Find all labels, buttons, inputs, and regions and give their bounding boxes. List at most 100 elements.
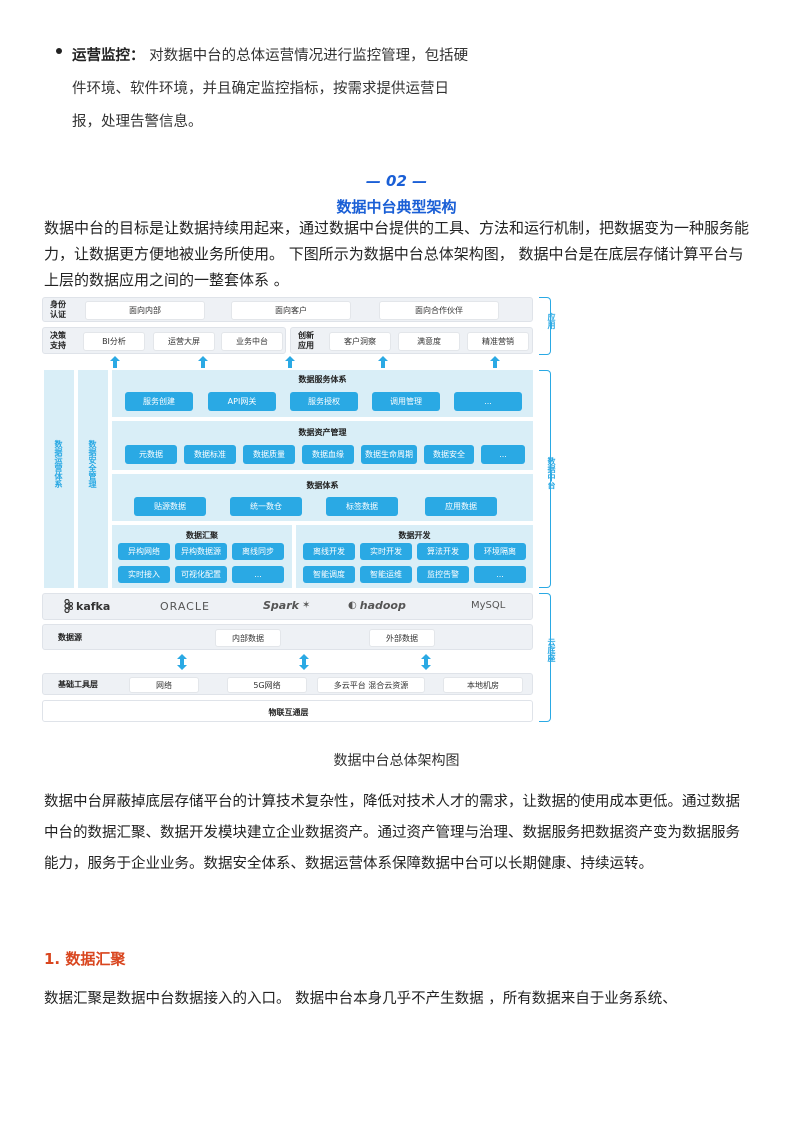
datasource-item: 内部数据 — [215, 629, 281, 647]
service-item: 调用管理 — [372, 392, 440, 411]
gather-item: 异构网络 — [118, 543, 170, 560]
decision-item: BI分析 — [83, 332, 145, 351]
kafka-icon — [64, 599, 73, 613]
datasource-row: 数据源 内部数据 外部数据 — [42, 624, 533, 650]
develop-item: 离线开发 — [303, 543, 355, 560]
develop-block: 数据开发 离线开发 实时开发 算法开发 环境隔离 智能调度 智能运维 监控告警 … — [296, 525, 533, 588]
iot-row: 物联互通层 — [42, 700, 533, 722]
asset-item: 数据生命周期 — [361, 445, 417, 464]
decision-row: 决策支持 BI分析 运营大屏 业务中台 — [42, 327, 286, 354]
develop-item: 环境隔离 — [474, 543, 526, 560]
asset-item: 数据血缘 — [302, 445, 354, 464]
system-item: 应用数据 — [425, 497, 497, 516]
app-label: 应用 — [547, 313, 556, 329]
develop-item: 智能运维 — [360, 566, 412, 583]
ops-column: 数据运营体系 — [44, 370, 74, 588]
datasource-label: 数据源 — [58, 633, 82, 642]
gather-item: 可视化配置 — [175, 566, 227, 583]
identity-label: 身份认证 — [50, 300, 66, 319]
gather-item: ... — [232, 566, 284, 583]
iot-label: 物联互通层 — [268, 708, 309, 717]
diagram-caption: 数据中台总体架构图 — [333, 753, 460, 769]
identity-item: 面向内部 — [85, 301, 205, 320]
app-bracket — [539, 297, 551, 355]
double-arrow-icon — [421, 654, 431, 670]
innovation-row: 创新应用 客户洞察 满意度 精准营销 — [290, 327, 533, 354]
asset-item: ... — [481, 445, 525, 464]
double-arrow-icon — [299, 654, 309, 670]
infra-row: 基础工具层 网络 5G网络 多云平台 混合云资源 本地机房 — [42, 673, 533, 695]
system-item: 贴源数据 — [134, 497, 206, 516]
section-number: — 02 — — [365, 172, 428, 190]
identity-item: 面向合作伙伴 — [379, 301, 499, 320]
body-paragraph-2: 数据中台屏蔽掉底层存储平台的计算技术复杂性，降低对技术人才的需求，让数据的使用成… — [44, 794, 740, 872]
infra-item: 多云平台 混合云资源 — [317, 677, 425, 693]
service-title: 数据服务体系 — [298, 375, 347, 384]
body-paragraph-3: 数据汇聚是数据中台数据接入的入口。 数据中台本身几乎不产生数据 ，所有数据来自于… — [44, 991, 677, 1007]
gather-item: 离线同步 — [232, 543, 284, 560]
develop-item: 监控告警 — [417, 566, 469, 583]
hadoop-logo: ◐ hadoop — [348, 599, 406, 612]
up-arrow-icon — [198, 356, 208, 368]
gather-block: 数据汇聚 异构网络 异构数据源 离线同步 实时接入 可视化配置 ... — [112, 525, 292, 588]
mysql-text: MySQL — [471, 600, 506, 611]
infra-item: 5G网络 — [227, 677, 307, 693]
service-item: API网关 — [208, 392, 276, 411]
cloud-bracket — [539, 593, 551, 722]
service-block: 数据服务体系 服务创建 API网关 服务授权 调用管理 ... — [112, 370, 533, 417]
develop-title: 数据开发 — [398, 531, 431, 540]
service-item: 服务创建 — [125, 392, 193, 411]
infra-label: 基础工具层 — [58, 680, 98, 689]
logo-row: kafka ORACLE Spark ✶ ◐ hadoop MySQL — [42, 593, 533, 620]
develop-item: 智能调度 — [303, 566, 355, 583]
up-arrow-icon — [378, 356, 388, 368]
innovation-item: 满意度 — [398, 332, 460, 351]
bullet-dot — [56, 48, 62, 54]
bullet-line-3: 报，处理告警信息。 — [72, 114, 203, 130]
mysql-logo: MySQL — [471, 600, 505, 611]
ops-column-label: 数据运营体系 — [54, 440, 63, 488]
heading-data-gathering: 1. 数据汇聚 — [44, 950, 126, 968]
section-title: 数据中台典型架构 — [336, 198, 457, 216]
infra-item: 本地机房 — [443, 677, 523, 693]
spark-logo: Spark ✶ — [263, 599, 310, 612]
architecture-diagram: 身份认证 面向内部 面向客户 面向合作伙伴 决策支持 BI分析 运营大屏 业务中… — [40, 293, 560, 726]
bullet-line-2: 件环境、软件环境，并且确定监控指标，按需求提供运营日 — [72, 81, 449, 97]
bullet-text: 运营监控： 对数据中台的总体运营情况进行监控管理，包括硬 件环境、软件环境，并且… — [72, 40, 536, 139]
decision-label: 决策支持 — [50, 331, 66, 350]
spark-text: Spark — [263, 599, 299, 612]
innovation-label: 创新应用 — [298, 331, 314, 350]
up-arrow-icon — [110, 356, 120, 368]
kafka-text: kafka — [76, 599, 111, 613]
gather-item: 异构数据源 — [175, 543, 227, 560]
decision-item: 业务中台 — [221, 332, 283, 351]
datasource-item: 外部数据 — [369, 629, 435, 647]
service-item: 服务授权 — [290, 392, 358, 411]
develop-item: ... — [474, 566, 526, 583]
bullet-line-1: 对数据中台的总体运营情况进行监控管理，包括硬 — [149, 48, 469, 64]
asset-item: 元数据 — [125, 445, 177, 464]
oracle-logo: ORACLE — [160, 600, 210, 613]
security-column-label: 数据安全管理 — [88, 440, 97, 488]
asset-block: 数据资产管理 元数据 数据标准 数据质量 数据血缘 数据生命周期 数据安全 ..… — [112, 421, 533, 470]
identity-item: 面向客户 — [231, 301, 351, 320]
double-arrow-icon — [177, 654, 187, 670]
cloud-label: 云底座 — [547, 638, 556, 662]
asset-item: 数据质量 — [243, 445, 295, 464]
up-arrow-icon — [285, 356, 295, 368]
infra-item: 网络 — [129, 677, 199, 693]
service-item: ... — [454, 392, 522, 411]
spark-star-icon: ✶ — [301, 600, 311, 611]
bullet-item: 运营监控： 对数据中台的总体运营情况进行监控管理，包括硬 件环境、软件环境，并且… — [56, 40, 536, 139]
identity-row: 身份认证 面向内部 面向客户 面向合作伙伴 — [42, 297, 533, 322]
bullet-term: 运营监控： — [72, 48, 145, 64]
system-title: 数据体系 — [306, 481, 339, 490]
hadoop-text: hadoop — [359, 599, 406, 612]
middle-label: 数据中台 — [547, 457, 556, 489]
asset-item: 数据安全 — [424, 445, 474, 464]
gather-title: 数据汇聚 — [186, 531, 218, 540]
develop-item: 实时开发 — [360, 543, 412, 560]
up-arrow-icon — [490, 356, 500, 368]
middle-bracket — [539, 370, 551, 588]
decision-item: 运营大屏 — [153, 332, 215, 351]
